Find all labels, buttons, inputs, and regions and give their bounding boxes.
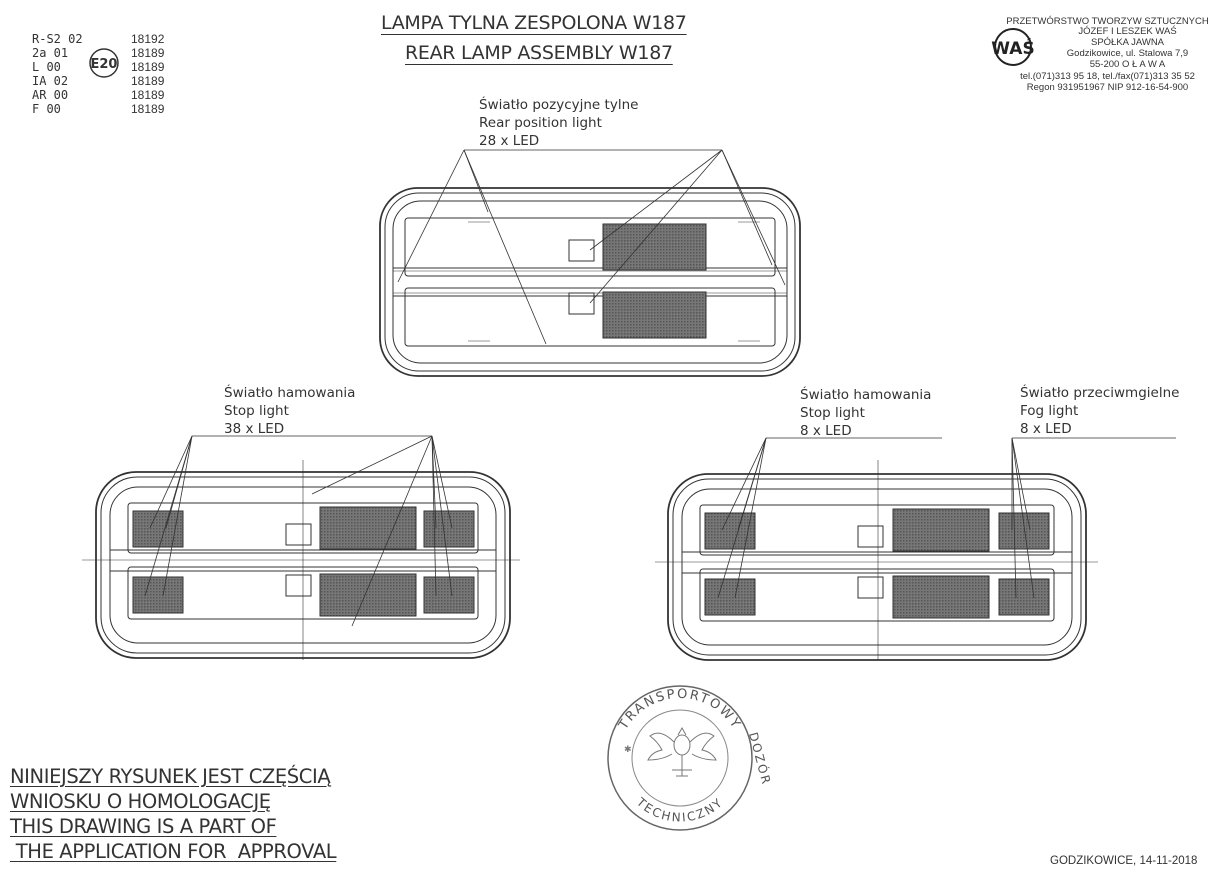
note-line: NINIEJSZY RYSUNEK JEST CZĘŚCIĄ xyxy=(10,765,331,788)
company-line: Godzikowice, ul. Stalowa 7,9 xyxy=(1066,48,1189,59)
company-line: PRZETWÓRSTWO TWORZYW SZTUCZNYCH xyxy=(1006,16,1209,27)
lamp-bottom-right xyxy=(655,437,1176,661)
company-line: 55-200 O Ł A W A xyxy=(1089,59,1166,70)
reg-code: L 00 xyxy=(32,60,61,74)
label-line: Światło hamowania xyxy=(800,387,932,403)
reg-code: IA 02 xyxy=(32,74,69,88)
svg-text:TECHNICZNY: TECHNICZNY xyxy=(633,794,726,824)
label-line: Fog light xyxy=(1020,403,1079,419)
reg-number: 18189 xyxy=(131,46,165,60)
label-line: Rear position light xyxy=(479,115,602,131)
label-line: Światło hamowania xyxy=(224,385,356,401)
note-line: THE APPLICATION FOR APPROVAL xyxy=(10,840,337,863)
reg-number: 18189 xyxy=(131,88,165,102)
stamp-bottom-text: TECHNICZNY xyxy=(633,794,724,824)
label-line: Światło pozycyjne tylne xyxy=(479,97,639,113)
note-line: WNIOSKU O HOMOLOGACJĘ xyxy=(10,790,271,813)
note-line: THIS DRAWING IS A PART OF xyxy=(10,815,277,838)
label-line: 28 x LED xyxy=(479,133,540,149)
inspection-stamp: TRANSPORTOWY DOZÓR TECHNICZNY ✱ xyxy=(607,685,775,831)
star-icon: ✱ xyxy=(624,745,632,755)
lamp-top xyxy=(379,149,801,377)
label-line: Stop light xyxy=(800,405,865,421)
reg-code: 2a 01 xyxy=(32,46,69,60)
approval-mark-text: E20 xyxy=(91,57,118,72)
title-english: REAR LAMP ASSEMBLY W187 xyxy=(405,42,673,64)
stamp-side-text: DOZÓR xyxy=(746,730,775,787)
reg-number: 18192 xyxy=(131,32,165,46)
lamp-bottom-left xyxy=(82,435,520,660)
company-line: JÓZEF I LESZEK WAŚ xyxy=(1078,26,1177,37)
label-line: 8 x LED xyxy=(800,423,852,439)
reg-number: 18189 xyxy=(131,60,165,74)
label-line: 38 x LED xyxy=(224,421,285,437)
reg-code: F 00 xyxy=(32,102,61,116)
footer-date: GODZIKOWICE, 14-11-2018 xyxy=(1050,855,1198,867)
label-line: Światło przeciwmgielne xyxy=(1020,385,1180,401)
approval-mark-e20: E20 xyxy=(89,48,119,78)
reg-code: AR 00 xyxy=(32,88,69,102)
eagle-emblem-icon xyxy=(647,726,717,777)
company-line: Regon 931951967 NIP 912-16-54-900 xyxy=(1026,82,1189,93)
title-polish: LAMPA TYLNA ZESPOLONA W187 xyxy=(381,12,687,34)
label-line: Stop light xyxy=(224,403,289,419)
reg-number: 18189 xyxy=(131,102,165,116)
company-logo: WAŚ xyxy=(991,28,1035,66)
logo-text: WAŚ xyxy=(991,37,1034,59)
company-line: SPÓŁKA JAWNA xyxy=(1090,37,1165,48)
company-line: tel.(071)313 95 18, tel./fax(071)313 35 … xyxy=(1020,71,1195,82)
reg-code: R-S2 02 xyxy=(32,32,83,46)
reg-number: 18189 xyxy=(131,74,165,88)
label-line: 8 x LED xyxy=(1020,421,1072,437)
